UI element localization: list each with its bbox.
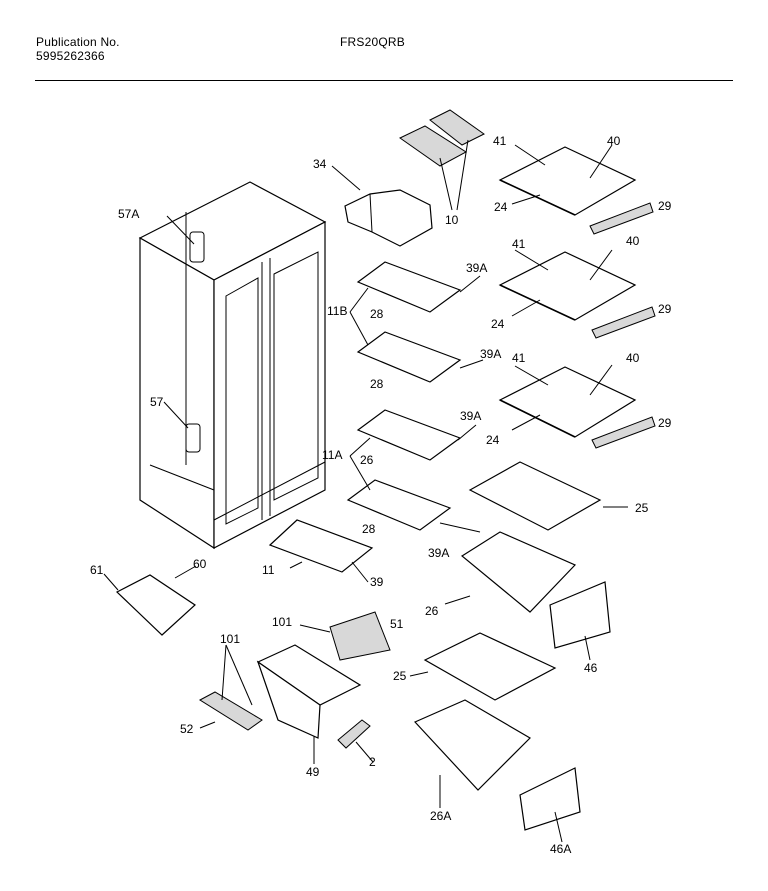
callout-39A: 39A [460, 409, 481, 423]
callout-10: 10 [445, 213, 459, 227]
door-bin-drawing [344, 189, 433, 247]
callout-101: 101 [220, 632, 240, 646]
wire-shelf-drawing [268, 261, 462, 573]
publication-label: Publication No. [36, 35, 120, 49]
callout-26: 26 [425, 604, 439, 618]
callout-25: 25 [393, 669, 407, 683]
callout-40: 40 [626, 351, 640, 365]
callout-34: 34 [313, 157, 327, 171]
callout-28: 28 [370, 307, 384, 321]
callout-46: 46 [584, 661, 598, 675]
callout-11A: 11A [322, 448, 342, 462]
callout-29: 29 [658, 199, 672, 213]
callout-39: 39 [370, 575, 384, 589]
callout-25: 25 [635, 501, 649, 515]
model-number: FRS20QRB [340, 35, 405, 49]
callout-60: 60 [193, 557, 207, 571]
callout-40: 40 [607, 134, 621, 148]
callout-24: 24 [494, 200, 508, 214]
callout-101: 101 [272, 615, 292, 629]
glass-shelf-drawing [498, 251, 656, 339]
freezer-basket-drawing [256, 644, 362, 739]
callout-labels: 57A 34 10 41 40 24 29 41 40 24 29 41 40 … [90, 134, 672, 856]
callout-57: 57 [150, 395, 164, 409]
callout-11: 11 [262, 563, 275, 577]
callout-39A: 39A [480, 347, 501, 361]
glass-shelf-drawing [498, 366, 656, 449]
crisper-drawing [413, 461, 611, 831]
callout-41: 41 [512, 237, 526, 251]
callout-24: 24 [486, 433, 500, 447]
callout-11B: 11B [327, 304, 347, 318]
header-divider [35, 80, 733, 81]
publication-number: 5995262366 [36, 49, 105, 63]
callout-57A: 57A [118, 207, 139, 221]
leader-lines [103, 139, 628, 843]
callout-2: 2 [369, 755, 376, 769]
callout-40: 40 [626, 234, 640, 248]
ice-pan-drawing [115, 574, 196, 636]
callout-29: 29 [658, 302, 672, 316]
cabinet-drawing [138, 181, 327, 550]
callout-61: 61 [90, 563, 104, 577]
callout-39A: 39A [428, 546, 449, 560]
callout-46A: 46A [550, 842, 571, 856]
egg-trays-drawing [399, 109, 485, 167]
callout-39A: 39A [466, 261, 487, 275]
callout-41: 41 [512, 351, 526, 365]
glass-shelf-drawing [498, 146, 654, 235]
callout-41: 41 [493, 134, 507, 148]
callout-51: 51 [390, 617, 404, 631]
callout-26A: 26A [430, 809, 451, 823]
callout-26: 26 [360, 453, 374, 467]
callout-28: 28 [370, 377, 384, 391]
callout-29: 29 [658, 416, 672, 430]
callout-52: 52 [180, 722, 194, 736]
callout-24: 24 [491, 317, 505, 331]
small-parts-drawing [199, 611, 391, 749]
callout-49: 49 [306, 765, 320, 779]
callout-28: 28 [362, 522, 376, 536]
